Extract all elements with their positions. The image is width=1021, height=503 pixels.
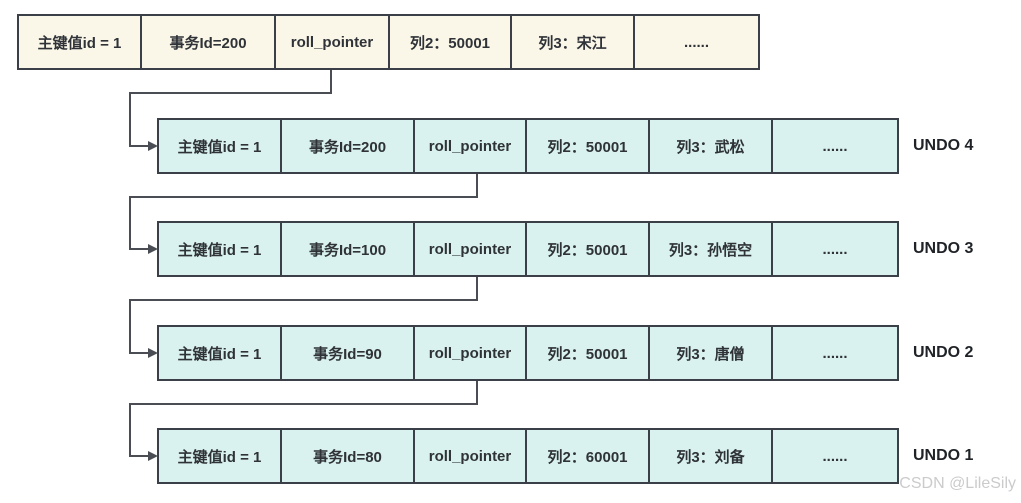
cell-roll-pointer: roll_pointer [276,16,390,68]
current-record-row: 主键值id = 1 事务Id=200 roll_pointer 列2：50001… [17,14,760,70]
cell-roll-pointer: roll_pointer [415,120,527,172]
cell-col3: 列3：武松 [650,120,773,172]
cell-ellipsis: ...... [683,33,709,51]
cell-roll-pointer: roll_pointer [415,223,527,275]
cell-trx-id: 事务Id=200 [142,16,276,68]
undo-row-label: UNDO 2 [913,344,974,361]
cell-primary-key: 主键值id = 1 [159,223,282,275]
cell-trx-id: 事务Id=100 [282,223,415,275]
cell-col3: 列3：刘备 [650,430,773,482]
cell-trx-id: 事务Id=90 [282,327,415,379]
cell-col3: 列3：唐僧 [650,327,773,379]
undo-row-label: UNDO 4 [913,137,974,154]
cell-ellipsis: ...... [822,447,848,465]
cell-ellipsis: ...... [822,240,848,258]
cell-roll-pointer: roll_pointer [415,430,527,482]
cell-trx-id: 事务Id=80 [282,430,415,482]
cell-primary-key: 主键值id = 1 [159,430,282,482]
cell-roll-pointer: roll_pointer [415,327,527,379]
cell-col3: 列3：孙悟空 [650,223,773,275]
cell-ellipsis: ...... [822,137,848,155]
cell-col3: 列3：宋江 [512,16,635,68]
cell-ellipsis: ...... [822,344,848,362]
cell-col2: 列2：60001 [527,430,650,482]
watermark: CSDN @LileSily [899,475,1016,492]
cell-trx-id: 事务Id=200 [282,120,415,172]
cell-primary-key: 主键值id = 1 [159,120,282,172]
cell-col2: 列2：50001 [527,327,650,379]
cell-primary-key: 主键值id = 1 [19,16,142,68]
cell-col2: 列2：50001 [527,223,650,275]
cell-col2: 列2：50001 [527,120,650,172]
cell-col2: 列2：50001 [390,16,512,68]
cell-primary-key: 主键值id = 1 [159,327,282,379]
undo-row-label: UNDO 3 [913,240,974,257]
undo-row-label: UNDO 1 [913,447,974,464]
